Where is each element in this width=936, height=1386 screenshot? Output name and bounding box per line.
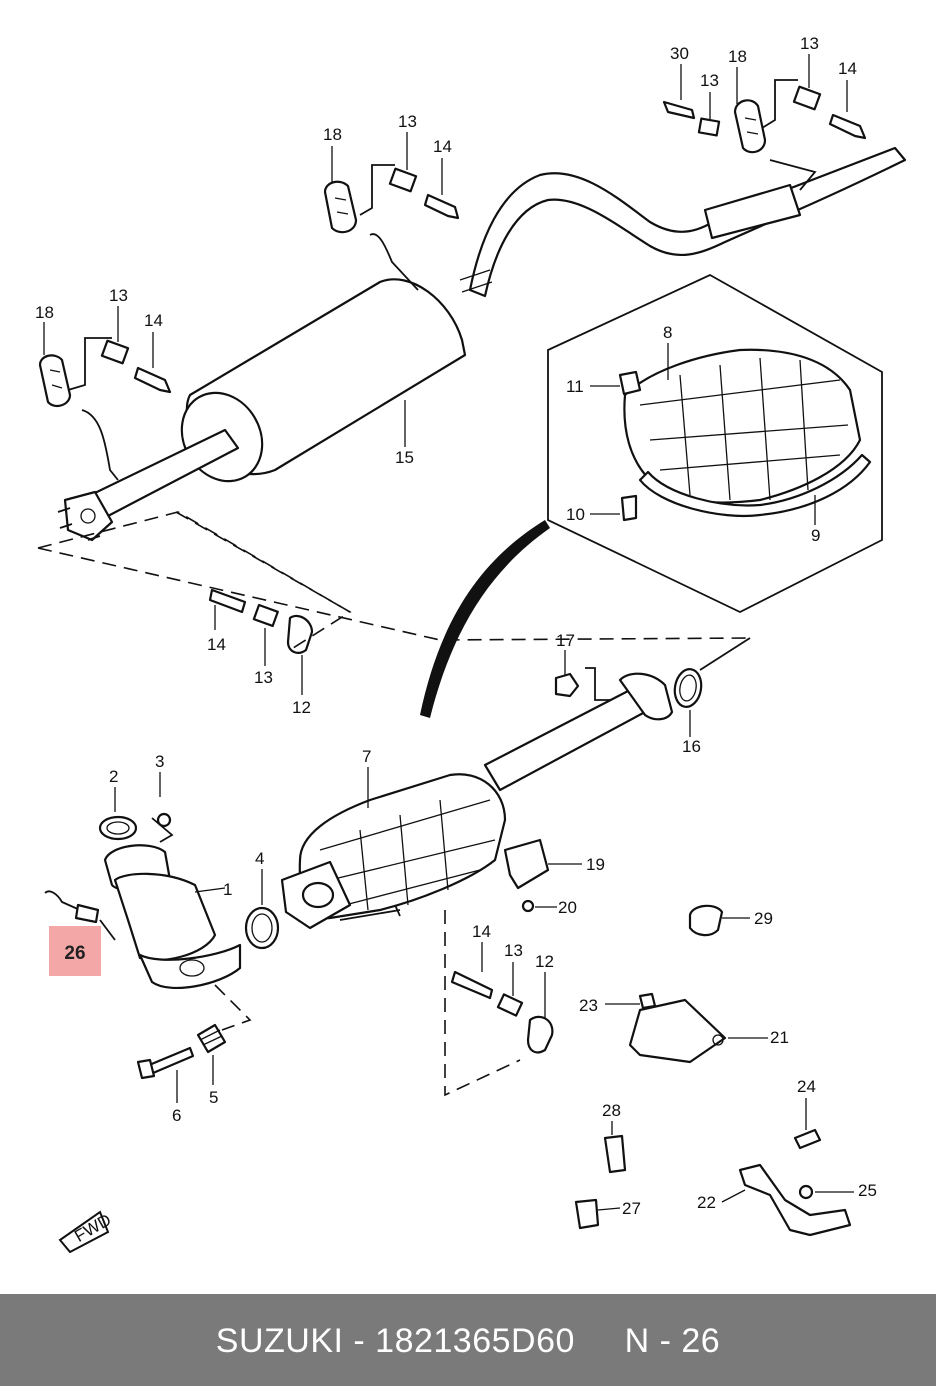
- label-leaders: [43, 54, 854, 1211]
- callout-14-d: 14: [207, 635, 226, 654]
- callout-14-b: 14: [433, 137, 452, 156]
- highlighted-part-label: 26: [64, 943, 86, 964]
- cap-29: [688, 904, 724, 937]
- footer-bar: SUZUKI - 1821365D60 N - 26: [0, 1294, 936, 1386]
- callout-6: 6: [172, 1106, 181, 1125]
- callout-3: 3: [155, 752, 164, 771]
- callout-16: 16: [682, 737, 701, 756]
- heat-shield-detail: [547, 273, 883, 614]
- callout-24: 24: [797, 1077, 816, 1096]
- callout-25: 25: [858, 1181, 877, 1200]
- callout-13-f: 13: [504, 941, 523, 960]
- callout-10: 10: [566, 505, 585, 524]
- lower-hanger-parts: [450, 970, 554, 1054]
- callout-11: 11: [566, 377, 584, 396]
- callout-14-c: 14: [838, 59, 857, 78]
- callout-9: 9: [811, 526, 820, 545]
- tail-pipe: [459, 146, 907, 298]
- callout-23: 23: [579, 996, 598, 1015]
- rubber-hanger-18-left: [38, 354, 72, 408]
- front-catalyst: [98, 812, 242, 990]
- callout-4: 4: [255, 849, 264, 868]
- seal-ring-4: [244, 906, 280, 950]
- callout-15: 15: [395, 448, 414, 467]
- callout-18-left: 18: [35, 303, 54, 322]
- fwd-arrow-icon: FWD: [58, 1210, 114, 1254]
- callout-18-center: 18: [323, 125, 342, 144]
- callout-18-right: 18: [728, 47, 747, 66]
- callout-30: 30: [670, 44, 689, 63]
- callout-17: 17: [556, 631, 575, 650]
- callout-20: 20: [558, 898, 577, 917]
- bolt-6: [136, 1046, 195, 1080]
- callout-2: 2: [109, 767, 118, 786]
- callout-8: 8: [663, 323, 672, 342]
- bushings-and-bolts: [100, 85, 867, 654]
- callout-7: 7: [362, 747, 371, 766]
- clip-27: [574, 1198, 600, 1230]
- main-muffler: [57, 233, 467, 542]
- callout-28: 28: [602, 1101, 621, 1120]
- oxygen-sensor: [44, 890, 100, 924]
- rubber-hanger-18-center: [323, 180, 358, 234]
- highlighted-part-marker: [49, 926, 101, 976]
- exhaust-system-diagram: FWD 1 2 3 4 5 6 7 8 9 10 11 12 12 13 13 …: [35, 34, 907, 1254]
- callout-22: 22: [697, 1193, 716, 1212]
- callout-21: 21: [770, 1028, 789, 1047]
- callout-13-d: 13: [800, 34, 819, 53]
- rubber-hanger-18-right: [733, 99, 767, 154]
- nut-17: [554, 672, 580, 698]
- callout-13-b: 13: [398, 112, 417, 131]
- callout-14-a: 14: [144, 311, 163, 330]
- callout-12-upper: 12: [292, 698, 311, 717]
- clip-28: [603, 1134, 627, 1174]
- callout-19: 19: [586, 855, 605, 874]
- footer-part-number: SUZUKI - 1821365D60 N - 26: [215, 1322, 721, 1360]
- callout-1: 1: [223, 880, 232, 899]
- center-pipe-catalyst: [280, 672, 674, 930]
- callout-13-e: 13: [254, 668, 273, 687]
- gasket-16: [673, 668, 703, 708]
- callout-13-a: 13: [109, 286, 128, 305]
- callout-27: 27: [622, 1199, 641, 1218]
- bracket-21: [628, 992, 727, 1064]
- callout-12-lower: 12: [535, 952, 554, 971]
- callout-14-e: 14: [472, 922, 491, 941]
- reference-curve: [420, 520, 550, 718]
- callout-13-c: 13: [700, 71, 719, 90]
- callout-29: 29: [754, 909, 773, 928]
- leader-lines: [37, 79, 798, 1097]
- spring-5: [196, 1023, 227, 1054]
- bracket-22: [738, 1128, 852, 1237]
- bracket-19: [503, 838, 550, 913]
- callout-5: 5: [209, 1088, 218, 1107]
